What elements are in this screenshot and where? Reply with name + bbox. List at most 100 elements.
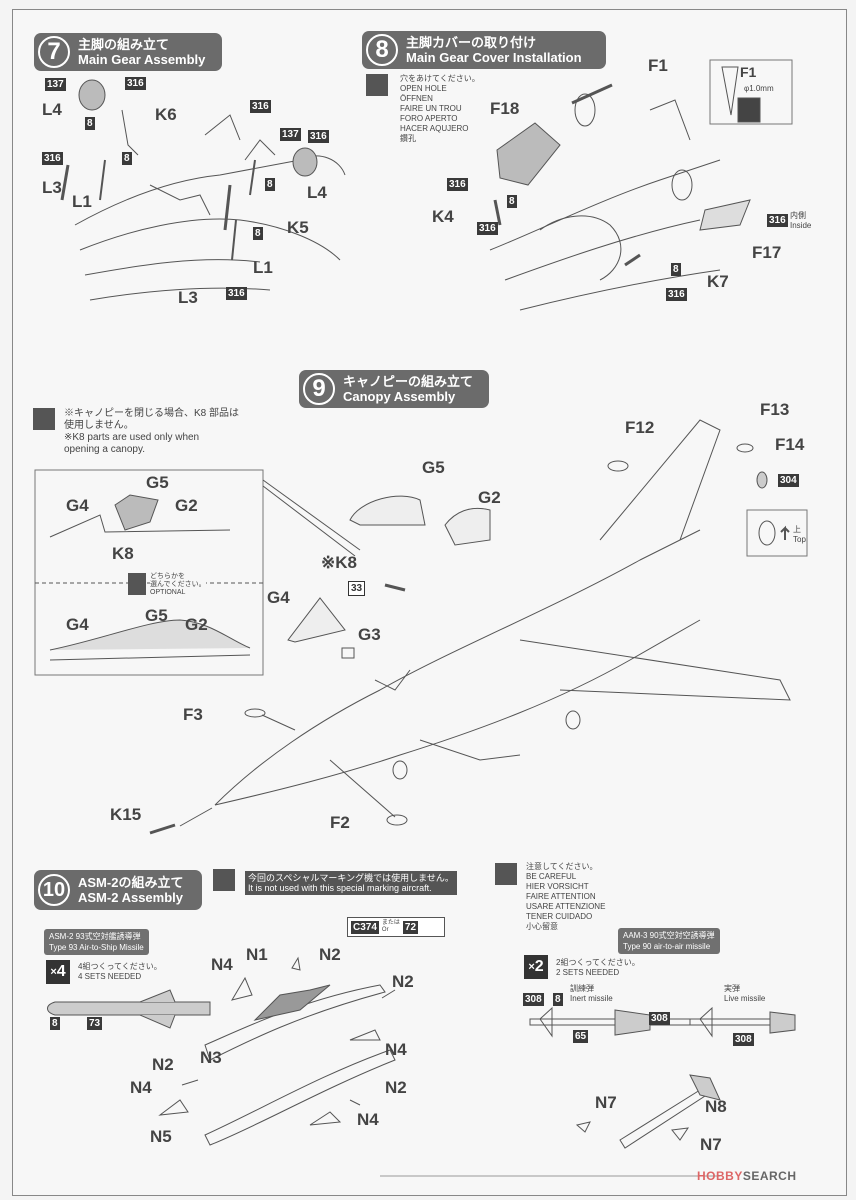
part-label: K4 (432, 207, 454, 226)
color-code: 8 (253, 227, 263, 240)
g4-canopy (287, 597, 346, 643)
step-title-jp: 主脚の組み立て (78, 37, 170, 52)
k8-note: ※キャノピーを閉じる場合、K8 部品は 使用しません。 ※K8 parts ar… (64, 408, 240, 455)
color-code: 308 (523, 993, 544, 1006)
attention-icon (495, 863, 517, 885)
step-title-en: ASM-2 Assembly (78, 890, 183, 905)
part-label: N1 (246, 945, 268, 964)
color-code: 316 (250, 100, 271, 113)
part-label: F1 (648, 56, 668, 75)
part-label: G5 (146, 473, 169, 492)
watermark-logo: HOBBYSEARCH (697, 1169, 797, 1183)
step-number: 10 (38, 874, 70, 906)
color-code: 8 (671, 263, 681, 276)
f18-cover (496, 122, 561, 186)
attention-icon (213, 869, 235, 891)
part-label: N2 (319, 945, 341, 964)
part-label: F13 (760, 400, 790, 419)
color-code: 316 (308, 130, 329, 143)
part-label: K6 (155, 105, 177, 124)
color-code: 316 (447, 178, 468, 191)
n1-pylon (253, 984, 331, 1021)
aam3-badge: AAM-3 90式空対空誘導弾 Type 90 air-to-air missi… (618, 928, 720, 954)
step-title-jp: 主脚カバーの取り付け (406, 35, 537, 50)
part-label: F2 (330, 813, 350, 832)
optional-arrows-icon (128, 573, 146, 595)
step-number: 8 (366, 34, 398, 66)
color-code: 8 (50, 1017, 60, 1030)
attention-icon (33, 408, 55, 430)
g5-canopy (349, 495, 426, 526)
color-code: 137 (45, 78, 66, 91)
part-label: G4 (66, 615, 89, 634)
part-label: K8 (112, 544, 134, 563)
part-label: N7 (595, 1093, 617, 1112)
color-code: 316 (767, 214, 788, 227)
color-code: 8 (507, 195, 517, 208)
color-code: 316 (125, 77, 146, 90)
step-number: 9 (303, 373, 335, 405)
part-label: N8 (705, 1097, 727, 1116)
part-label: F18 (490, 99, 520, 118)
part-label: N2 (385, 1078, 407, 1097)
asm2-drawing (47, 956, 396, 1146)
part-label: G3 (358, 625, 381, 644)
step9-aircraft-drawing (149, 419, 808, 835)
part-label: F14 (775, 435, 805, 454)
part-label: N4 (211, 955, 233, 974)
part-label: F1 (740, 64, 757, 80)
part-label: K5 (287, 218, 309, 237)
step-title-jp: ASM-2の組み立て (78, 875, 184, 890)
part-label: G5 (422, 458, 445, 477)
step-title-en: Main Gear Cover Installation (406, 50, 582, 65)
part-label: F3 (183, 705, 203, 724)
color-code: 65 (573, 1030, 589, 1043)
step-title-en: Canopy Assembly (343, 389, 456, 404)
part-label: N2 (152, 1055, 174, 1074)
part-label: L4 (42, 100, 62, 119)
asm2-badge: ASM-2 93式空対艦誘導弾 Type 93 Air-to-Ship Miss… (44, 929, 149, 955)
canopy-inset-drawing (34, 469, 361, 676)
color-code: 304 (778, 474, 799, 487)
part-label: K7 (707, 272, 729, 291)
part-label: L1 (253, 258, 273, 277)
part-label: N2 (392, 972, 414, 991)
step-title-jp: キャノピーの組み立て (343, 374, 474, 389)
step-number: 7 (38, 36, 70, 68)
f17-cover (699, 199, 751, 231)
color-code: 316 (42, 152, 63, 165)
optional-note: どちらかを 選んでください。 OPTIONAL (150, 573, 206, 597)
color-code: 137 (280, 128, 301, 141)
part-label: G2 (478, 488, 501, 507)
part-label: ※K8 (321, 553, 357, 572)
part-label: L1 (72, 192, 92, 211)
step7-aircraft-drawing (60, 79, 346, 301)
wheel-l4-right (292, 147, 318, 177)
color-code: 73 (87, 1017, 103, 1030)
drill-icon (366, 74, 388, 96)
step-title-en: Main Gear Assembly (78, 52, 206, 67)
part-label: N3 (200, 1048, 222, 1067)
part-label: N5 (150, 1127, 172, 1146)
sets-note: 4組つくってください。4 SETS NEEDED (78, 962, 162, 981)
part-label: N7 (700, 1135, 722, 1154)
color-code: 308 (649, 1012, 670, 1025)
aam3-drawing (529, 1006, 796, 1149)
part-label: K15 (110, 805, 142, 824)
not-used-notice: 今回のスペシャルマーキング機では使用しません。 It is not used w… (245, 871, 457, 895)
color-code: 316 (226, 287, 247, 300)
part-label: N4 (130, 1078, 152, 1097)
part-label: L3 (42, 178, 62, 197)
color-code: 33 (348, 581, 366, 596)
k8-part (384, 583, 406, 592)
part-label: G2 (175, 496, 198, 515)
